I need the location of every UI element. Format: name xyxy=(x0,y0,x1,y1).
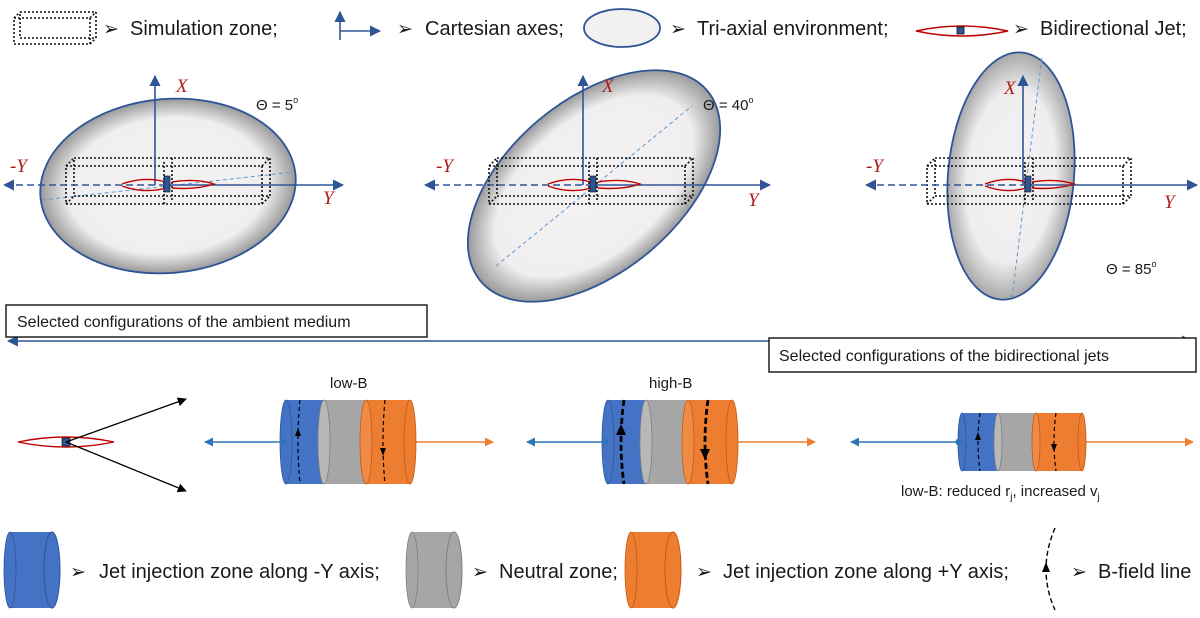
cylinder-reduced-radius xyxy=(850,412,1194,472)
simulation-zone-icon xyxy=(13,11,97,45)
jet-opening-diagram xyxy=(17,397,187,493)
y-axis-label: Y xyxy=(1164,192,1177,213)
bullet-icon: ➢ xyxy=(696,562,712,583)
triaxial-environment-icon xyxy=(583,8,661,48)
bullet-icon: ➢ xyxy=(670,19,686,40)
legend-bottom: ➢ Jet injection zone along -Y axis; ➢ Ne… xyxy=(3,527,1191,611)
jet-shape xyxy=(121,175,217,193)
svg-text:Selected configurations of the: Selected configurations of the bidirecti… xyxy=(779,348,1109,365)
legend-bidirectional-jet: Bidirectional Jet; xyxy=(1040,18,1187,40)
banner-bidirectional-jets: Selected configurations of the bidirecti… xyxy=(768,337,1197,373)
neg-y-axis-label: -Y xyxy=(436,156,455,177)
bullet-icon: ➢ xyxy=(103,19,119,40)
theta-label: Θ = 5o xyxy=(256,95,298,114)
blue-zone-icon xyxy=(3,531,61,609)
legend-simulation-zone: Simulation zone; xyxy=(130,18,278,40)
panel-theta-85: X Y -Y Θ = 85o xyxy=(864,51,1199,301)
legend-neutral-zone: Neutral zone; xyxy=(499,561,618,583)
high-b-label: high-B xyxy=(649,375,692,392)
legend-top: ➢ Simulation zone; ➢ Cartesian axes; ➢ T… xyxy=(13,8,1187,48)
y-axis-label: Y xyxy=(748,190,761,211)
neg-y-axis-label: -Y xyxy=(866,156,885,177)
cylinder-high-b xyxy=(526,399,816,485)
bullet-icon: ➢ xyxy=(472,562,488,583)
panel-theta-40: X Y -Y Θ = 40o xyxy=(423,69,772,303)
theta-label: Θ = 85o xyxy=(1106,259,1156,278)
b-field-line-icon xyxy=(1042,527,1056,611)
legend-cartesian-axes: Cartesian axes; xyxy=(425,18,564,40)
jet-shape xyxy=(984,175,1077,193)
bullet-icon: ➢ xyxy=(1071,562,1087,583)
y-axis-label: Y xyxy=(323,188,336,209)
bidirectional-jet-icon xyxy=(915,25,1009,37)
x-axis-label: X xyxy=(601,76,615,97)
svg-text:Selected configurations of the: Selected configurations of the ambient m… xyxy=(17,314,351,331)
x-axis-label: X xyxy=(175,76,189,97)
triaxial-ellipse xyxy=(946,51,1076,301)
bullet-icon: ➢ xyxy=(397,19,413,40)
jet-shape xyxy=(547,175,643,193)
legend-b-field-line: B-field line xyxy=(1098,561,1191,583)
low-b-label: low-B xyxy=(330,375,368,392)
orange-zone-icon xyxy=(624,531,682,609)
theta-label: Θ = 40o xyxy=(703,95,753,114)
legend-plus-y-zone: Jet injection zone along +Y axis; xyxy=(723,561,1009,583)
bullet-icon: ➢ xyxy=(1013,19,1029,40)
legend-triaxial-environment: Tri-axial environment; xyxy=(697,18,889,40)
banner-ambient-medium: Selected configurations of the ambient m… xyxy=(5,304,428,338)
neg-y-axis-label: -Y xyxy=(10,156,29,177)
cartesian-axes-icon xyxy=(334,10,382,40)
legend-minus-y-zone: Jet injection zone along -Y axis; xyxy=(99,561,380,583)
reduced-radius-label: low-B: reduced rj, increased vj xyxy=(901,483,1100,503)
x-axis-label: X xyxy=(1003,78,1017,99)
bullet-icon: ➢ xyxy=(70,562,86,583)
panel-theta-5: X Y -Y Θ = 5o xyxy=(2,74,345,275)
gray-zone-icon xyxy=(405,531,463,609)
cylinder-low-b xyxy=(204,399,494,485)
